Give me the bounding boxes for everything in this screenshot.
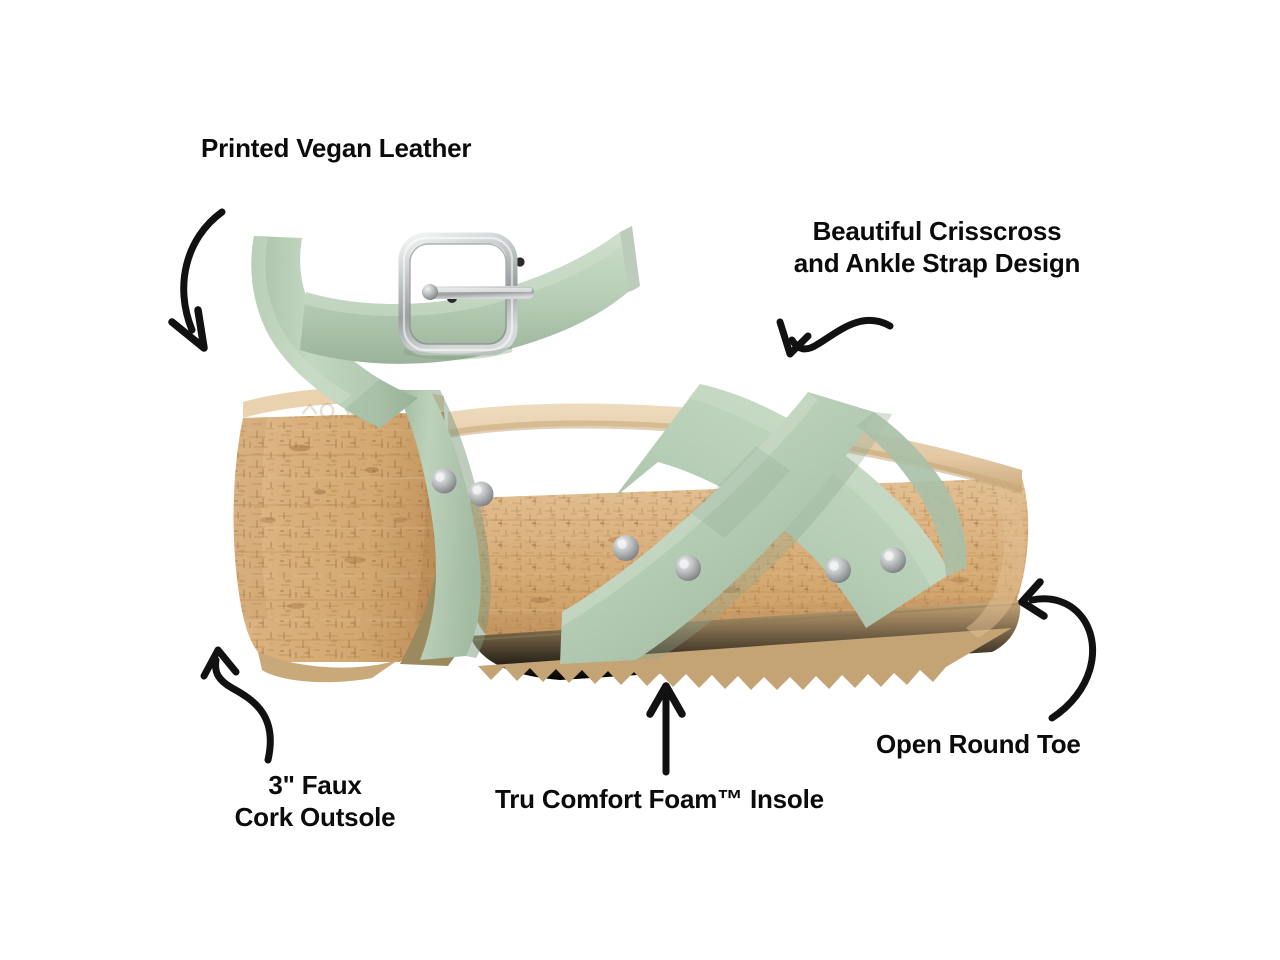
- cork-platform: [470, 478, 1029, 664]
- ankle-strap-back: [251, 236, 418, 428]
- footbed-insole: [301, 399, 1022, 494]
- label-open-round-toe: Open Round Toe: [876, 729, 1081, 759]
- strap-punch-hole: [447, 293, 457, 303]
- rivets: [431, 468, 906, 583]
- arrow-printed-vegan-leather: [168, 208, 226, 352]
- arrow-cork-outsole: [200, 646, 274, 764]
- label-crisscross-ankle-strap: Beautiful Crisscross and Ankle Strap Des…: [793, 216, 1081, 278]
- label-cork-outsole: 3" Faux Cork Outsole: [234, 770, 396, 832]
- rivet: [825, 557, 851, 583]
- arrow-open-round-toe: [1018, 578, 1097, 722]
- buckle: [398, 232, 534, 360]
- rivet: [431, 468, 457, 494]
- rivet: [613, 535, 639, 561]
- crisscross-strap-front: [560, 392, 892, 664]
- heel-back-strap: [396, 390, 491, 660]
- rivet: [468, 481, 494, 507]
- rivet: [675, 555, 701, 581]
- arrow-insole: [646, 682, 686, 776]
- crisscross-strap-back: [614, 384, 950, 628]
- label-printed-vegan-leather: Printed Vegan Leather: [201, 133, 472, 163]
- label-tru-comfort-foam-insole: Tru Comfort Foam™ Insole: [495, 784, 824, 814]
- strap-punch-hole: [515, 257, 525, 267]
- toe-strap-edge: [856, 412, 967, 576]
- outsole-sawtooth: [258, 562, 1021, 690]
- rivet: [880, 547, 906, 573]
- cork-wedge-heel: [233, 387, 446, 662]
- arrow-crisscross: [776, 317, 894, 358]
- buckle-prong: [422, 284, 534, 300]
- toe-cork-highlight: [966, 486, 1026, 638]
- ankle-strap-front: [300, 226, 640, 364]
